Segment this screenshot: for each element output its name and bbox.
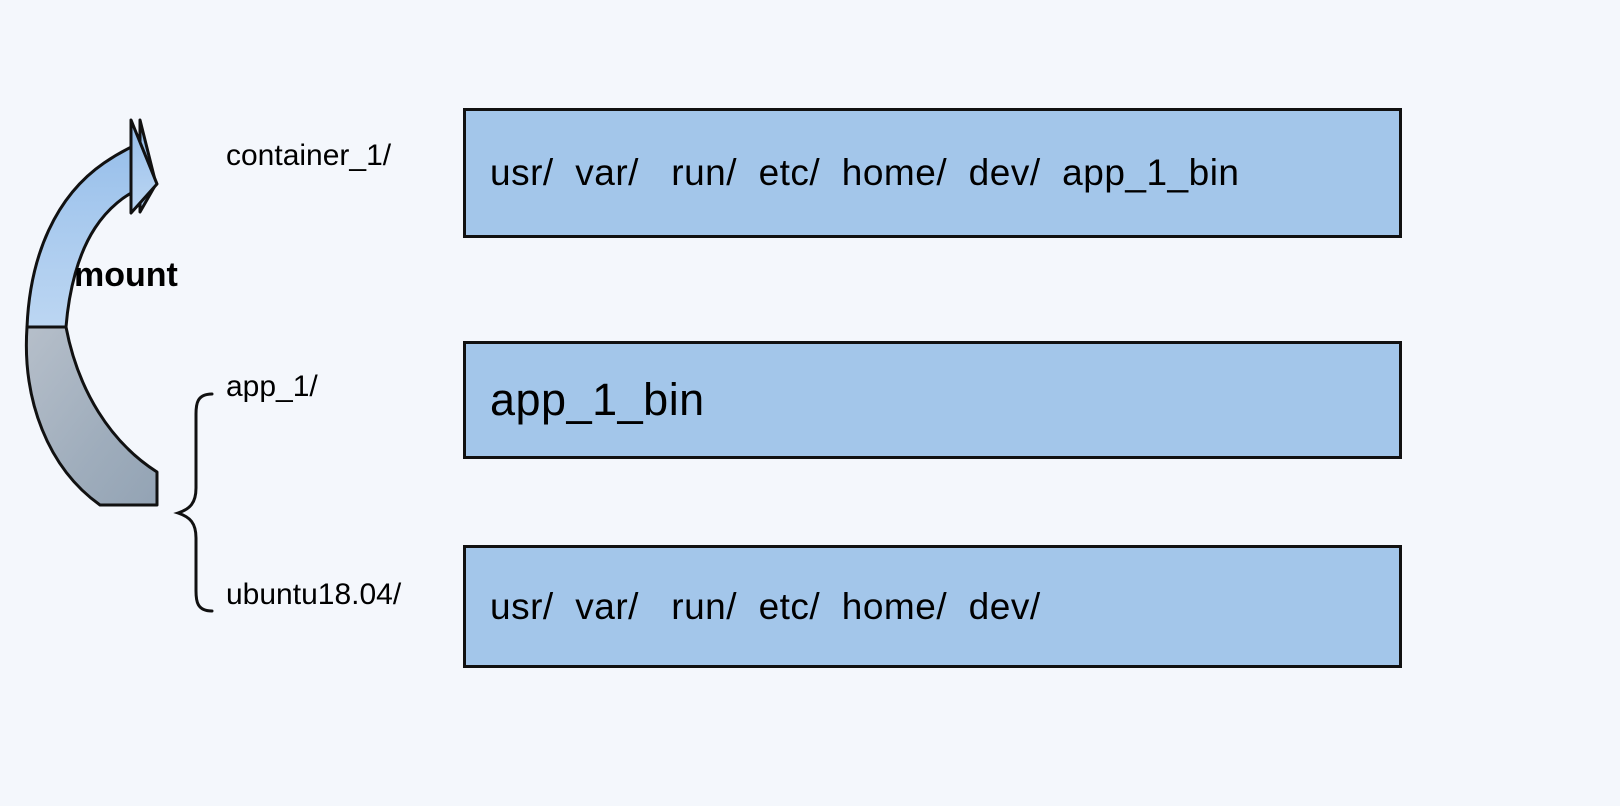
layer-label-base: ubuntu18.04/	[226, 578, 402, 611]
layer-contents-container: usr/ var/ run/ etc/ home/ dev/ app_1_bin	[490, 152, 1240, 193]
layer-label-app: app_1/	[226, 370, 318, 403]
group-brace	[173, 392, 214, 613]
layer-contents-base: usr/ var/ run/ etc/ home/ dev/	[490, 585, 1041, 627]
layer-box-app[interactable]: app_1_bin	[463, 341, 1402, 459]
mount-arrow-tip	[129, 118, 159, 215]
mount-label: mount	[74, 256, 178, 294]
layer-box-container[interactable]: usr/ var/ run/ etc/ home/ dev/ app_1_bin	[463, 108, 1402, 238]
layer-box-base[interactable]: usr/ var/ run/ etc/ home/ dev/	[463, 545, 1402, 668]
layer-contents-app: app_1_bin	[490, 374, 705, 425]
mount-arrow-tail	[24, 325, 159, 507]
layer-label-container: container_1/	[226, 139, 392, 172]
mount-arrow-head	[25, 118, 158, 329]
